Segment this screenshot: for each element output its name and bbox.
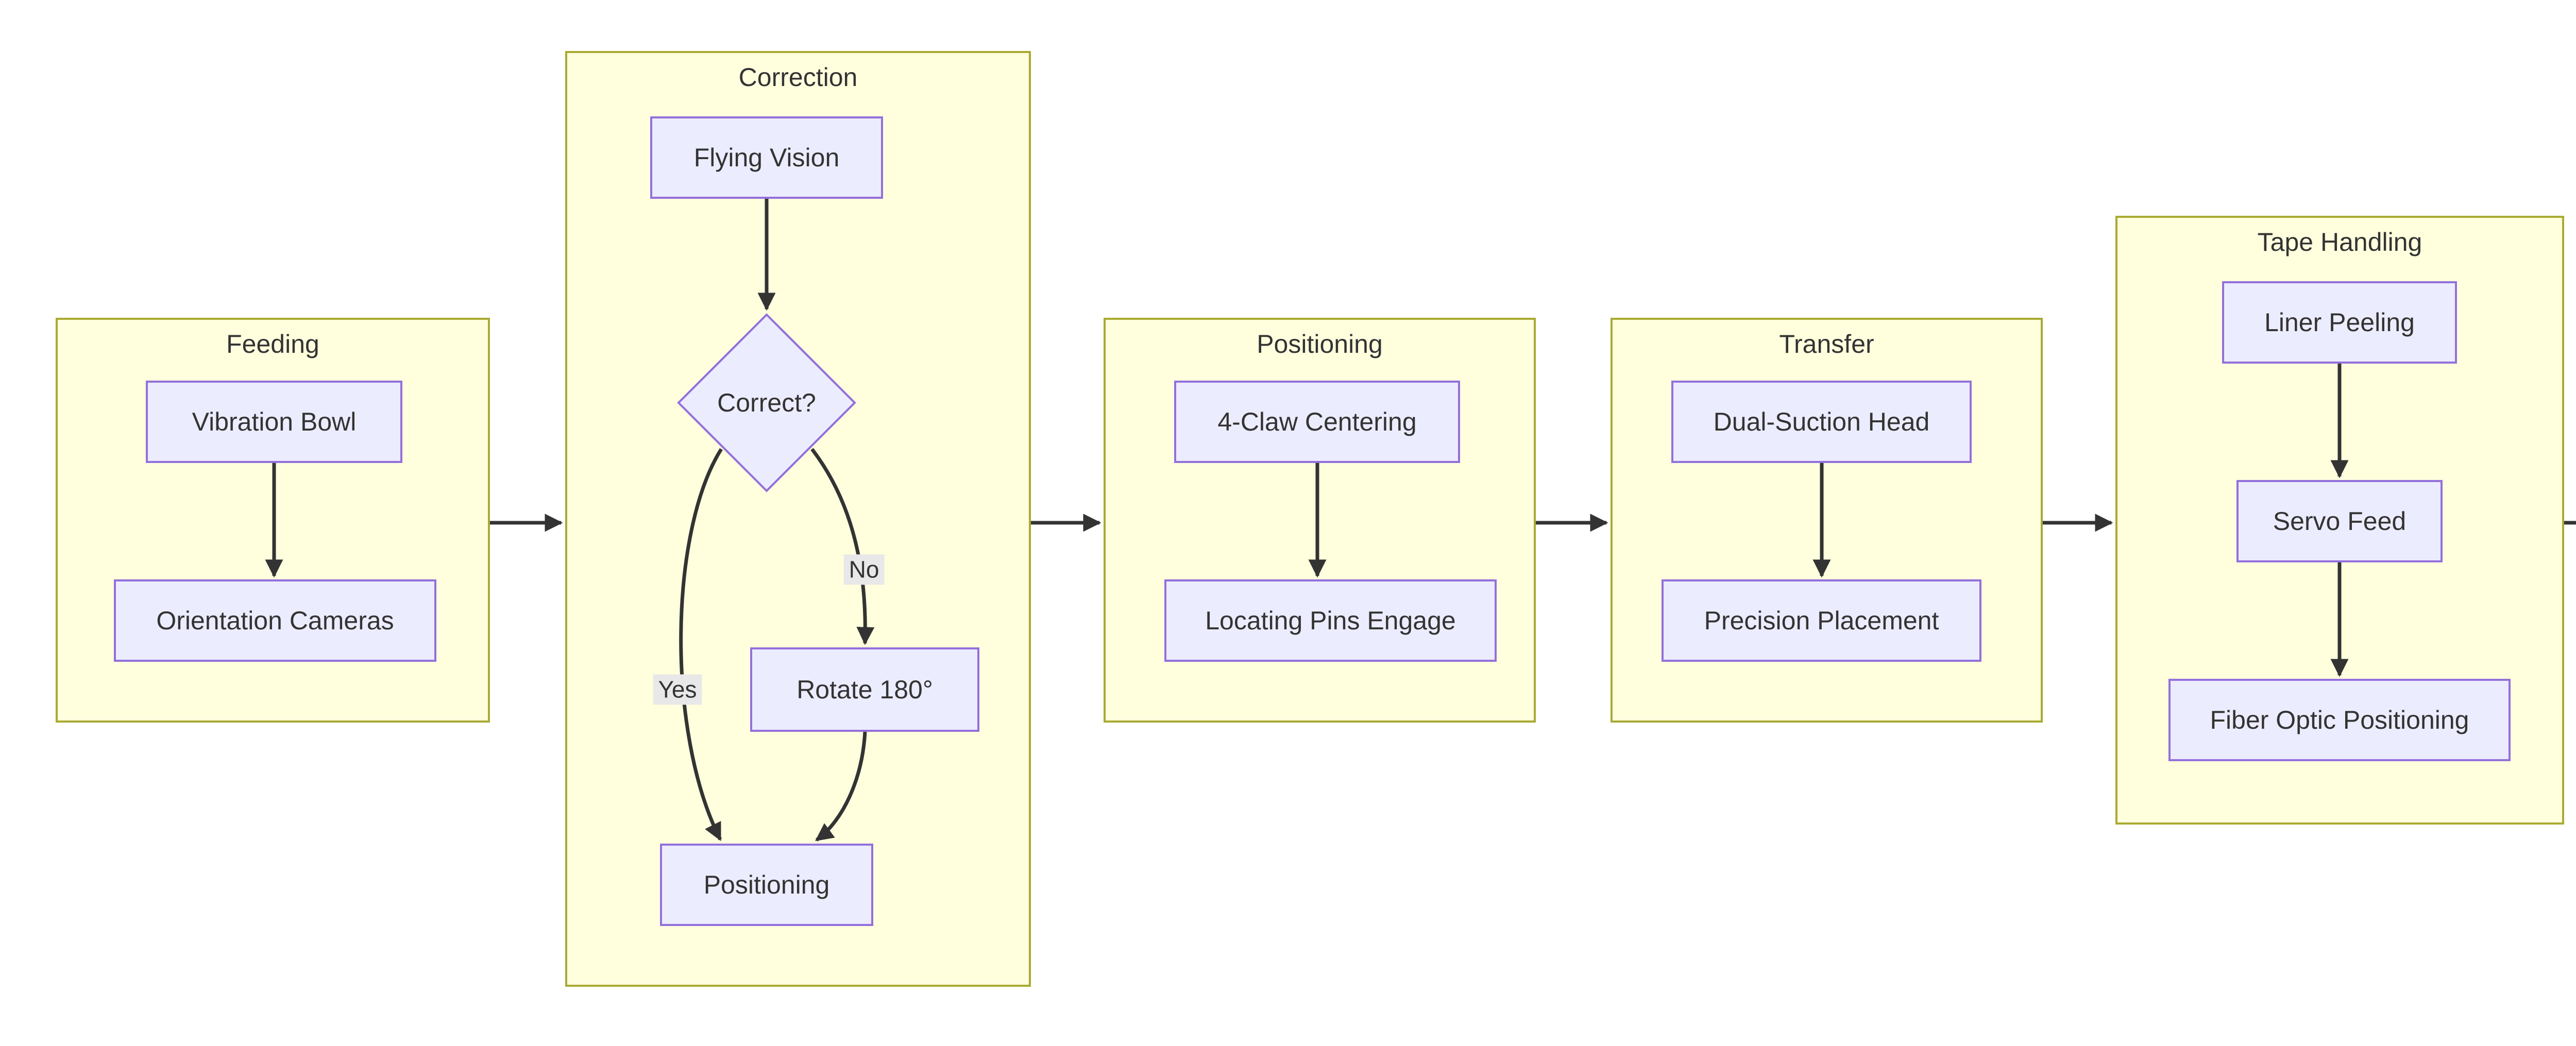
edge-label-correct-yes: Yes [653, 674, 702, 705]
cluster-title-correction: Correction [738, 63, 858, 92]
cluster-title-feeding: Feeding [226, 330, 319, 358]
decision-correct-label: Correct? [717, 388, 816, 417]
node-positioning: Positioning [660, 844, 873, 926]
edge-label-correct-no: No [843, 554, 885, 585]
cluster-title-tape-handling: Tape Handling [2257, 228, 2422, 256]
decision-correct: Correct? [676, 313, 857, 493]
edge-rotate-180-to-positioning-node [815, 731, 867, 842]
diamond-shape [677, 313, 856, 492]
node-flying-vision: Flying Vision [650, 116, 883, 199]
edge-correct-no-to-rotate-180 [810, 448, 875, 645]
node-servo-feed: Servo Feed [2236, 480, 2443, 562]
cluster-correction: Correction [565, 51, 1031, 987]
cluster-title-positioning: Positioning [1257, 330, 1383, 358]
node-4-claw-centering: 4-Claw Centering [1174, 381, 1460, 463]
node-precision-placement: Precision Placement [1662, 579, 1981, 662]
edge-correct-yes-to-positioning-node [679, 448, 723, 842]
node-locating-pins-engage: Locating Pins Engage [1164, 579, 1497, 662]
node-fiber-optic-positioning: Fiber Optic Positioning [2168, 679, 2511, 761]
node-dual-suction-head: Dual-Suction Head [1671, 381, 1972, 463]
node-vibration-bowl: Vibration Bowl [146, 381, 402, 463]
node-rotate-180: Rotate 180° [750, 647, 979, 732]
node-liner-peeling: Liner Peeling [2222, 281, 2457, 364]
cluster-title-transfer: Transfer [1779, 330, 1874, 358]
node-orientation-cameras: Orientation Cameras [114, 579, 436, 662]
